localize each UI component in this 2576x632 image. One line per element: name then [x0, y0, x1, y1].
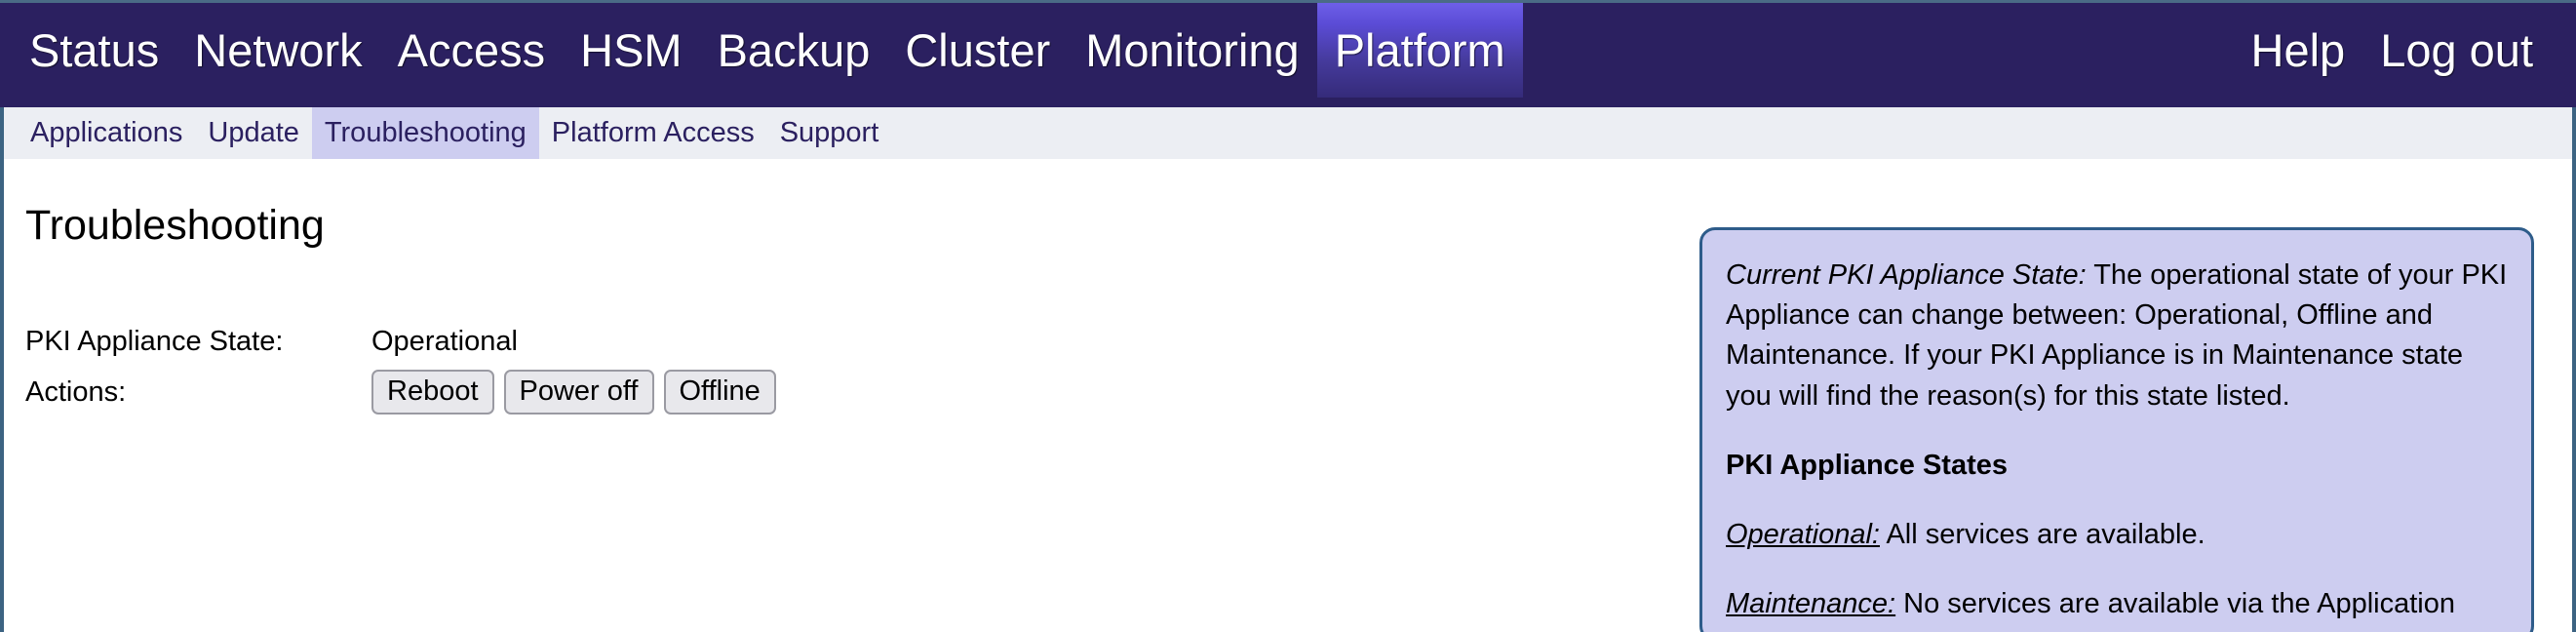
- help-link[interactable]: Help: [2250, 24, 2346, 76]
- nav-item-backup[interactable]: Backup: [717, 24, 871, 76]
- nav-item-monitoring[interactable]: Monitoring: [1085, 24, 1300, 76]
- reboot-button[interactable]: Reboot: [371, 369, 494, 415]
- nav-item-cluster[interactable]: Cluster: [905, 24, 1051, 76]
- offline-button[interactable]: Offline: [663, 369, 776, 415]
- help-info-panel: Current PKI Appliance State: The operati…: [1699, 227, 2534, 632]
- info-paragraph-current-state: Current PKI Appliance State: The operati…: [1726, 256, 2508, 416]
- info-paragraph-maintenance: Maintenance: No services are available v…: [1726, 584, 2508, 624]
- secondary-navigation-bar: Applications Update Troubleshooting Plat…: [0, 107, 2576, 159]
- info-text-current-state: The operational state of your PKI Applia…: [1726, 259, 2508, 412]
- primary-nav-right-items: Help Log out: [2234, 3, 2551, 98]
- subnav-item-troubleshooting[interactable]: Troubleshooting: [311, 107, 539, 159]
- appliance-state-form: PKI Appliance State: Operational Actions…: [25, 318, 776, 419]
- primary-navigation-bar: Status Network Access HSM Backup Cluster…: [0, 0, 2576, 107]
- primary-nav-items: Status Network Access HSM Backup Cluster…: [12, 3, 1523, 98]
- page-title: Troubleshooting: [25, 202, 325, 249]
- info-term-maintenance: Maintenance:: [1726, 588, 1896, 620]
- info-heading-pki-appliance-states: PKI Appliance States: [1726, 449, 2009, 481]
- log-out-link[interactable]: Log out: [2380, 24, 2533, 76]
- info-text-operational: All services are available.: [1880, 518, 2205, 550]
- nav-item-network[interactable]: Network: [194, 24, 363, 76]
- nav-item-platform[interactable]: Platform: [1316, 3, 1523, 98]
- subnav-item-update[interactable]: Update: [208, 117, 299, 148]
- subnav-item-support[interactable]: Support: [779, 117, 879, 148]
- subnav-item-platform-access[interactable]: Platform Access: [551, 117, 755, 148]
- nav-item-hsm[interactable]: HSM: [580, 24, 683, 76]
- nav-item-status[interactable]: Status: [29, 24, 160, 76]
- secondary-nav-items: Applications Update Troubleshooting Plat…: [18, 107, 891, 159]
- main-content-area: Troubleshooting PKI Appliance State: Ope…: [0, 159, 2576, 632]
- appliance-actions-row: Actions: Reboot Power off Offline: [25, 365, 776, 419]
- appliance-state-row: PKI Appliance State: Operational: [25, 318, 776, 365]
- subnav-item-applications[interactable]: Applications: [30, 117, 183, 148]
- appliance-actions-label: Actions:: [25, 375, 127, 408]
- info-paragraph-operational: Operational: All services are available.: [1726, 515, 2508, 555]
- power-off-button[interactable]: Power off: [503, 369, 654, 415]
- info-text-maintenance: No services are available via the Applic…: [1895, 588, 2455, 620]
- nav-item-access[interactable]: Access: [397, 24, 546, 76]
- action-button-group: Reboot Power off Offline: [371, 369, 776, 415]
- info-term-current-pki-appliance-state: Current PKI Appliance State:: [1726, 259, 2087, 291]
- info-term-operational: Operational:: [1726, 518, 1880, 550]
- appliance-state-value: Operational: [371, 325, 518, 357]
- appliance-state-label: PKI Appliance State:: [25, 325, 284, 357]
